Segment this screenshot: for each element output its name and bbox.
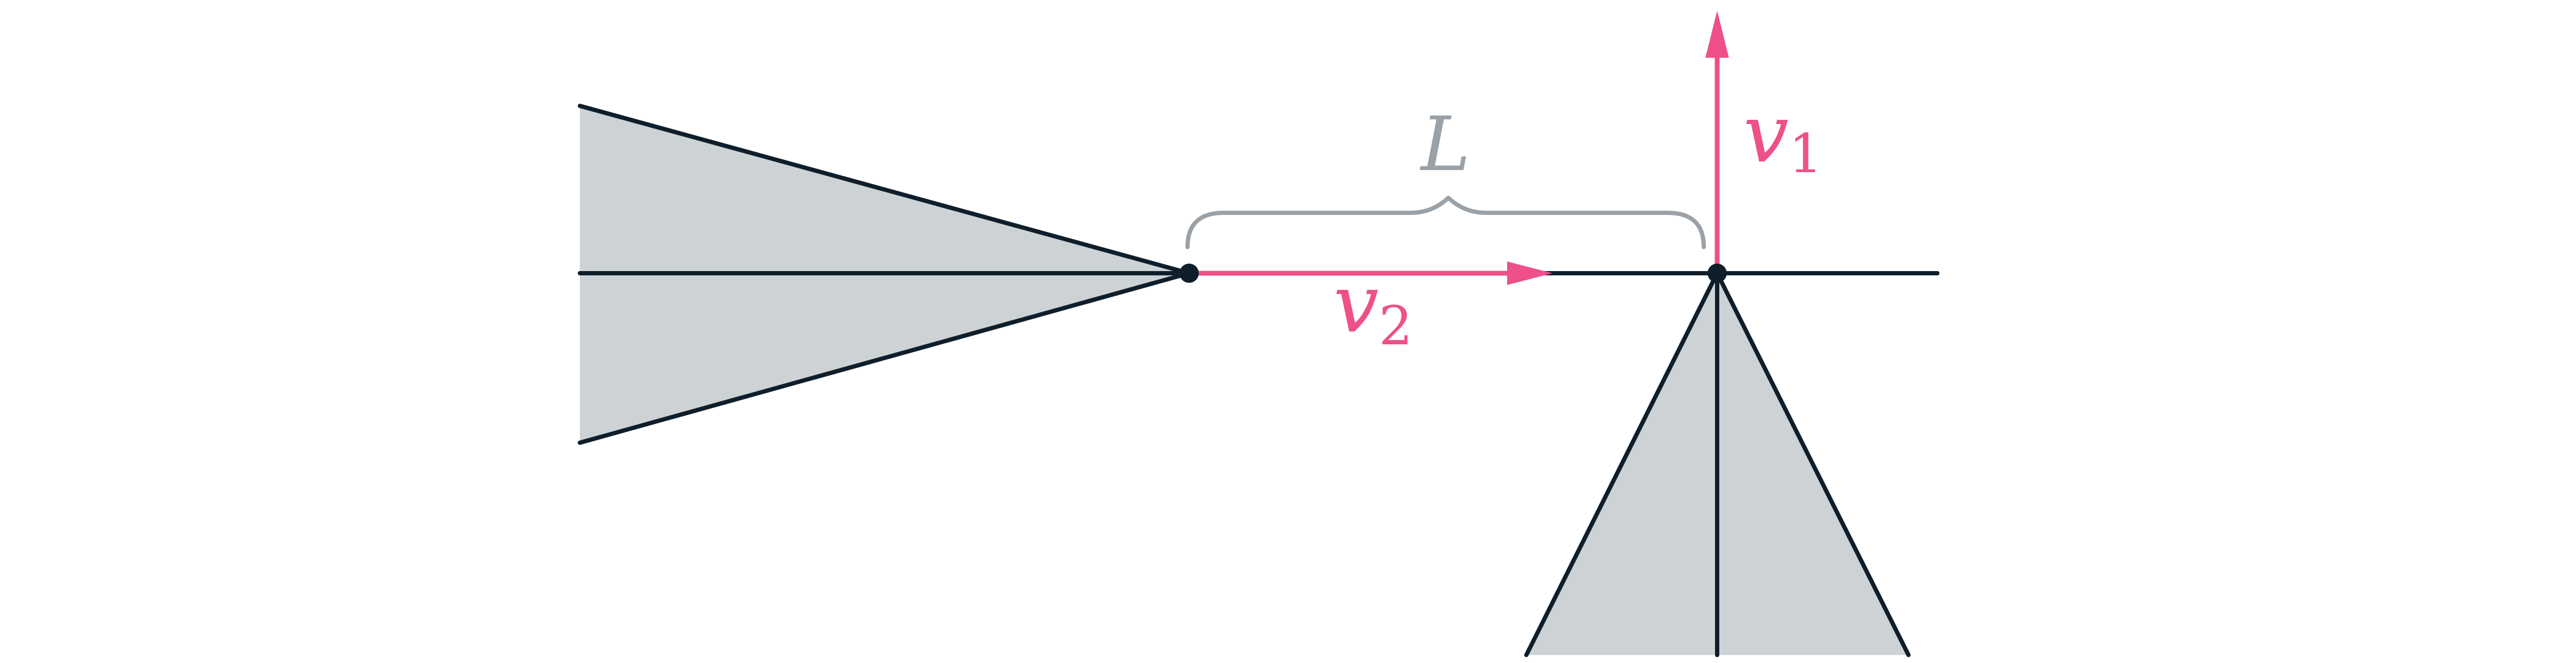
v1-label-base: v	[1743, 88, 1789, 181]
v2-label-base: v	[1333, 258, 1379, 351]
vector-v2-arrowhead	[1507, 261, 1553, 285]
vector-v1-arrowhead	[1705, 11, 1729, 58]
length-brace	[1185, 196, 1706, 249]
length-label: L	[1419, 101, 1471, 188]
v2-label-subscript: 2	[1379, 295, 1413, 357]
right-cone	[1524, 271, 1911, 657]
v2-label: v2	[1333, 258, 1413, 357]
left-apex-point	[1180, 264, 1199, 283]
vector-v2	[1189, 261, 1553, 285]
v1-label: v1	[1743, 88, 1822, 185]
right-cone-left-edge	[1524, 271, 1719, 657]
right-apex-point	[1708, 264, 1727, 283]
vector-v1	[1705, 11, 1729, 273]
left-cone-lower-edge	[578, 271, 1191, 445]
v1-label-subscript: 1	[1789, 122, 1823, 185]
right-cone-right-edge	[1715, 271, 1911, 657]
left-cone-upper-edge	[578, 104, 1191, 275]
left-cone	[578, 104, 1191, 445]
